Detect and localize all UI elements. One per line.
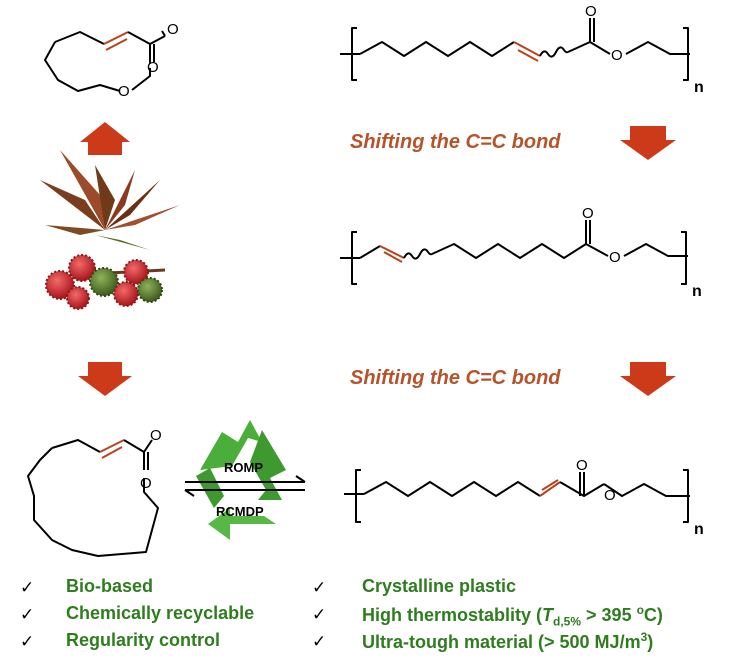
ester-oxygen-5: O	[604, 487, 616, 504]
carbonyl-oxygen-1: O	[167, 21, 179, 38]
equilibrium-arrows	[184, 475, 306, 497]
ring-oxygen-1: O	[118, 83, 130, 100]
repeat-n-1: n	[694, 79, 704, 96]
thermo-T: T	[542, 605, 554, 625]
tough-prefix: Ultra-tough material (> 500 MJ/m	[362, 632, 641, 652]
shift-label-2: Shifting the C=C bond	[350, 367, 561, 389]
check-icon: ✓	[312, 605, 327, 625]
check-icon: ✓	[20, 632, 35, 652]
small-macrolactone	[44, 30, 166, 92]
check-icon: ✓	[20, 578, 35, 598]
ester-oxygen-3: O	[609, 249, 621, 266]
ester-oxygen-2: O	[611, 47, 623, 64]
feature-tough: Ultra-tough material (> 500 MJ/m3)	[362, 630, 653, 653]
large-macrolactone	[27, 439, 159, 557]
thermo-sub: d,5%	[553, 614, 582, 629]
romp-label: ROMP	[224, 460, 263, 475]
check-icon: ✓	[20, 605, 35, 625]
carbonyl-oxygen-5: O	[576, 457, 588, 474]
polymer-2	[340, 220, 688, 285]
tough-end: )	[647, 632, 654, 652]
recycle-icon	[196, 420, 286, 540]
polymer-1	[340, 18, 690, 81]
down-arrow-left	[78, 362, 132, 396]
thermo-suffix: > 395	[581, 605, 637, 625]
shift-label-1: Shifting the C=C bond	[350, 131, 561, 153]
up-arrow	[80, 122, 130, 155]
carbonyl-oxygen-2: O	[585, 3, 597, 20]
ring-oxygen-2: O	[140, 475, 152, 492]
check-icon: ✓	[312, 578, 327, 598]
down-arrow-1	[620, 126, 676, 160]
feature-thermostability: High thermostablity (Td,5% > 395 oC)	[362, 603, 663, 629]
check-icon: ✓	[312, 632, 327, 652]
repeat-n-2: n	[692, 283, 702, 300]
polymer-3	[344, 469, 690, 523]
thermo-end: C)	[643, 605, 663, 625]
thermo-deg: o	[636, 603, 644, 617]
down-arrow-2	[620, 362, 676, 396]
thermo-prefix: High thermostablity (	[362, 605, 543, 625]
rcmdp-label: RCMDP	[216, 504, 264, 519]
carbonyl-oxygen-3: O	[582, 205, 594, 222]
feature-regularity: Regularity control	[66, 630, 221, 650]
tough-sup: 3	[640, 630, 648, 644]
feature-crystalline: Crystalline plastic	[362, 576, 517, 596]
ester-oxygen-1: O	[147, 59, 159, 76]
carbonyl-oxygen-4: O	[150, 427, 162, 444]
feature-recyclable: Chemically recyclable	[66, 603, 255, 623]
repeat-n-3: n	[694, 521, 704, 538]
castor-plant-icon	[40, 150, 180, 310]
feature-bio-based: Bio-based	[66, 576, 154, 596]
